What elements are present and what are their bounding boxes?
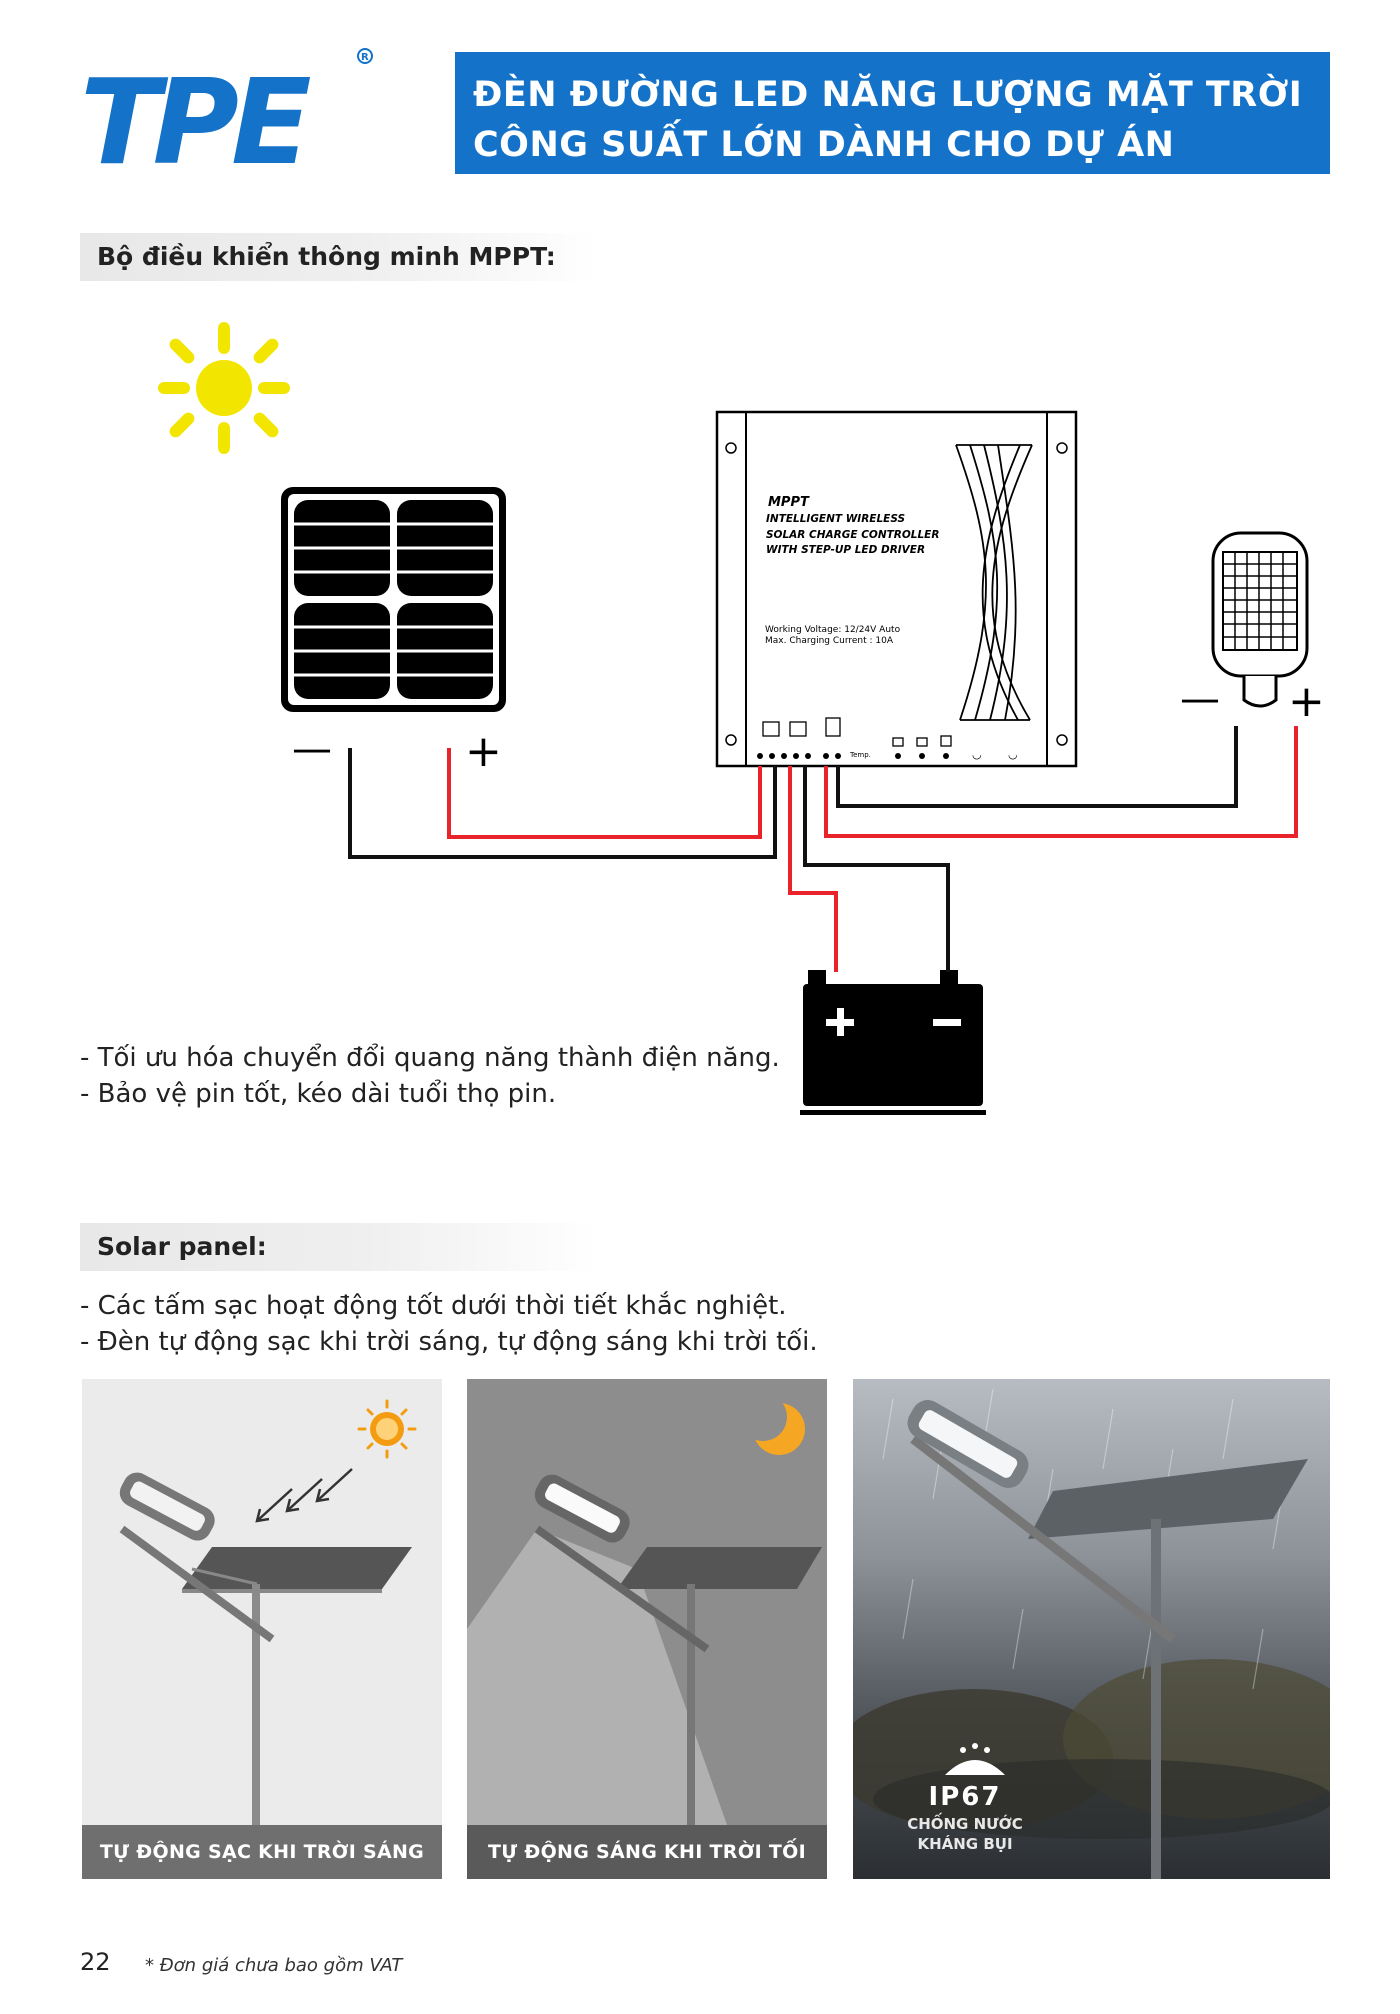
mppt-heading: Bộ điều khiển thông minh MPPT:	[80, 233, 600, 281]
page-number: 22	[80, 1948, 111, 1976]
panel-positive-wire	[447, 748, 762, 839]
controller-line3: SOLAR CHARGE CONTROLLER	[766, 529, 939, 541]
photo-day-caption: TỰ ĐỘNG SẠC KHI TRỜI SÁNG	[82, 1825, 442, 1879]
header-title-line2: CÔNG SUẤT LỚN DÀNH CHO DỰ ÁN	[473, 125, 1175, 165]
controller-temp-label: Temp.	[849, 751, 871, 759]
sun-icon	[357, 1399, 417, 1459]
sun-icon	[158, 322, 290, 454]
lamp-plus-label: +	[1288, 676, 1325, 727]
lamp-positive-wire	[824, 726, 1298, 838]
lamp-minus-label: —	[1180, 676, 1220, 722]
footer-note: * Đơn giá chưa bao gồm VAT	[145, 1955, 403, 1976]
mppt-controller: MPPT INTELLIGENT WIRELESS SOLAR CHARGE C…	[715, 410, 1078, 768]
battery-icon	[800, 970, 986, 1115]
ip67-badge-code: IP67	[928, 1782, 1002, 1812]
ip67-badge-line1: CHỐNG NƯỚC	[907, 1815, 1023, 1833]
led-lamp-icon	[1211, 531, 1309, 708]
photo-rain-ip67: IP67 CHỐNG NƯỚC KHÁNG BỤI	[853, 1379, 1330, 1879]
solar-bullet-2: - Đèn tự động sạc khi trời sáng, tự động…	[80, 1327, 818, 1357]
solar-panel-icon	[281, 487, 506, 712]
svg-text:◡: ◡	[1008, 748, 1018, 761]
brand-text: TPE	[80, 53, 311, 178]
controller-spec2: Max. Charging Current : 10A	[765, 636, 894, 646]
controller-line4: WITH STEP-UP LED DRIVER	[766, 544, 925, 556]
controller-line1: MPPT	[768, 495, 810, 510]
panel-minus-label: —	[292, 726, 332, 772]
controller-spec1: Working Voltage: 12/24V Auto	[765, 625, 901, 635]
header-banner: ĐÈN ĐƯỜNG LED NĂNG LƯỢNG MẶT TRỜI CÔNG S…	[455, 52, 1330, 174]
arrow-icon	[255, 1468, 353, 1523]
ip67-badge-line2: KHÁNG BỤI	[917, 1835, 1013, 1853]
svg-text:R: R	[361, 52, 369, 63]
battery-negative-wire	[803, 766, 950, 972]
photo-night-caption: TỰ ĐỘNG SÁNG KHI TRỜI TỐI	[467, 1825, 827, 1879]
brand-logo: TPE R	[80, 48, 380, 191]
moon-icon	[739, 1393, 805, 1455]
battery-positive-wire	[788, 766, 838, 972]
lamp-negative-wire	[836, 726, 1238, 808]
panel-plus-label: +	[465, 726, 502, 777]
mppt-bullet-2: - Bảo vệ pin tốt, kéo dài tuổi thọ pin.	[80, 1079, 557, 1109]
waterproof-icon	[945, 1743, 1005, 1775]
panel-negative-wire	[348, 748, 777, 859]
photo-night-lighting: TỰ ĐỘNG SÁNG KHI TRỜI TỐI	[467, 1379, 827, 1879]
mppt-wiring-diagram: — + MPPT INTELLIGENT WIRELESS SOLAR CHAR…	[158, 322, 1325, 1115]
mppt-bullet-1: - Tối ưu hóa chuyển đổi quang năng thành…	[80, 1043, 780, 1073]
solar-bullet-1: - Các tấm sạc hoạt động tốt dưới thời ti…	[80, 1291, 787, 1321]
controller-line2: INTELLIGENT WIRELESS	[766, 513, 905, 525]
photo-day-charging: TỰ ĐỘNG SẠC KHI TRỜI SÁNG	[82, 1379, 442, 1879]
svg-text:◡: ◡	[972, 748, 982, 761]
header-title-line1: ĐÈN ĐƯỜNG LED NĂNG LƯỢNG MẶT TRỜI	[473, 75, 1303, 115]
solar-heading: Solar panel:	[80, 1223, 600, 1271]
